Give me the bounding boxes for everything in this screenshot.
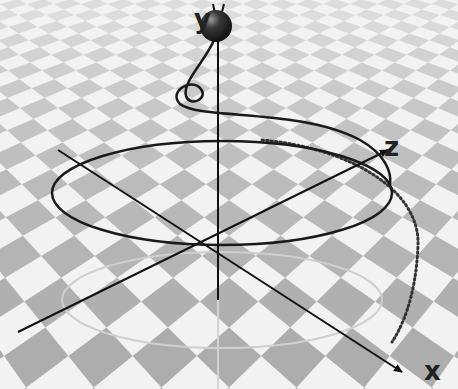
z-axis [18, 150, 388, 332]
trajectory [177, 40, 391, 185]
x-axis [58, 150, 402, 372]
z-axis-label: z [384, 134, 399, 160]
y-axis-label: y [194, 6, 211, 32]
reflection [62, 252, 382, 348]
x-axis-label: x [424, 358, 441, 384]
orbit-ellipse [52, 141, 392, 245]
y-axis [217, 38, 219, 300]
